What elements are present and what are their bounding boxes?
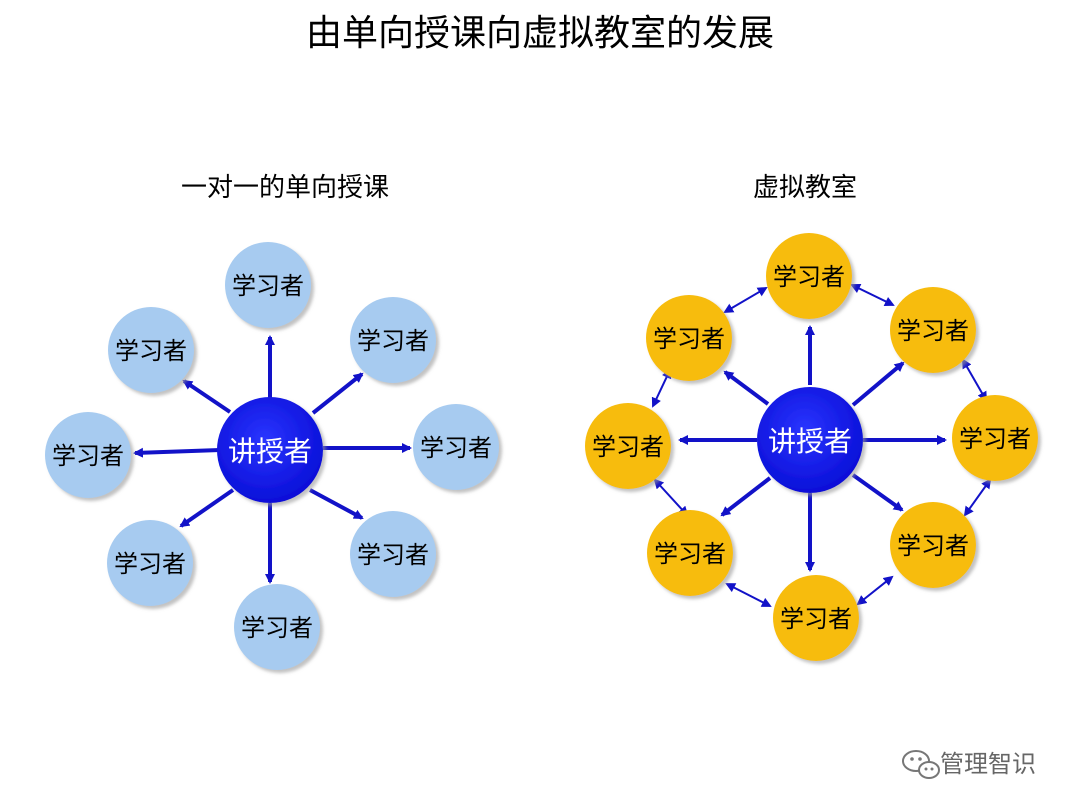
left-node-label: 学习者 [114,550,186,578]
left-arrow-left [133,447,221,458]
left-node: 学习者 [108,307,194,393]
right-node-label: 学习者 [654,540,726,568]
left-node: 学习者 [413,404,499,490]
left-node: 学习者 [234,584,320,670]
left-arrow-top-right [311,372,364,415]
right-arrow-top-left [723,370,770,406]
left-node: 学习者 [107,520,193,606]
right-node: 学习者 [585,403,671,489]
right-center-node: 讲授者 [757,387,863,493]
left-node: 学习者 [225,242,311,328]
left-node-label: 学习者 [357,541,429,569]
right-center-label: 讲授者 [768,425,852,458]
left-heading: 一对一的单向授课 [181,173,389,203]
left-node: 学习者 [350,297,436,383]
right-heading: 虚拟教室 [753,173,857,203]
left-node-label: 学习者 [232,272,304,300]
right-node: 学习者 [773,575,859,661]
wechat-icon [902,750,940,779]
right-node-label: 学习者 [897,532,969,560]
left-node-label: 学习者 [357,327,429,355]
right-diagram: 学习者 学习者 学习者 学习者 学习者 学习者 学习者 学习者 [585,233,1038,661]
right-node-label: 学习者 [897,317,969,345]
right-arrow-bottom-left [720,476,772,517]
left-center-label: 讲授者 [228,435,312,468]
right-node-label: 学习者 [780,605,852,633]
right-node: 学习者 [647,510,733,596]
right-node-label: 学习者 [592,433,664,461]
left-diagram: 学习者 学习者 学习者 学习者 学习者 学习者 学习者 学习者 [45,242,499,670]
right-node: 学习者 [766,233,852,319]
left-node-label: 学习者 [420,434,492,462]
right-spoke-arrows [678,325,947,572]
left-node: 学习者 [350,511,436,597]
right-node-label: 学习者 [653,325,725,353]
ring-arrow [653,478,689,517]
ring-arrow [651,368,672,408]
ring-arrow [962,358,987,402]
left-arrow-bottom-left [179,488,235,528]
left-center-node: 讲授者 [217,397,323,503]
left-arrow-top-left [182,379,232,414]
watermark: 管理智识 [902,750,1036,779]
right-node: 学习者 [646,295,732,381]
left-node: 学习者 [45,412,131,498]
left-arrows [133,335,412,584]
right-arrow-top-right [851,361,905,407]
left-arrow-bottom-right [309,488,364,520]
page-title: 由单向授课向虚拟教室的发展 [306,13,774,54]
ring-arrow [850,284,895,306]
ring-arrow [725,583,772,607]
ring-arrow [963,478,992,517]
right-node-label: 学习者 [959,425,1031,453]
right-node: 学习者 [890,287,976,373]
right-node-label: 学习者 [773,263,845,291]
ring-arrow [723,286,768,314]
ring-arrow [856,575,894,606]
right-arrow-bottom-right [851,473,904,512]
left-node-label: 学习者 [241,614,313,642]
right-node: 学习者 [952,395,1038,481]
left-node-label: 学习者 [52,442,124,470]
right-node: 学习者 [890,502,976,588]
left-node-label: 学习者 [115,337,187,365]
right-ring-arrows [651,284,992,607]
watermark-text: 管理智识 [940,750,1036,778]
